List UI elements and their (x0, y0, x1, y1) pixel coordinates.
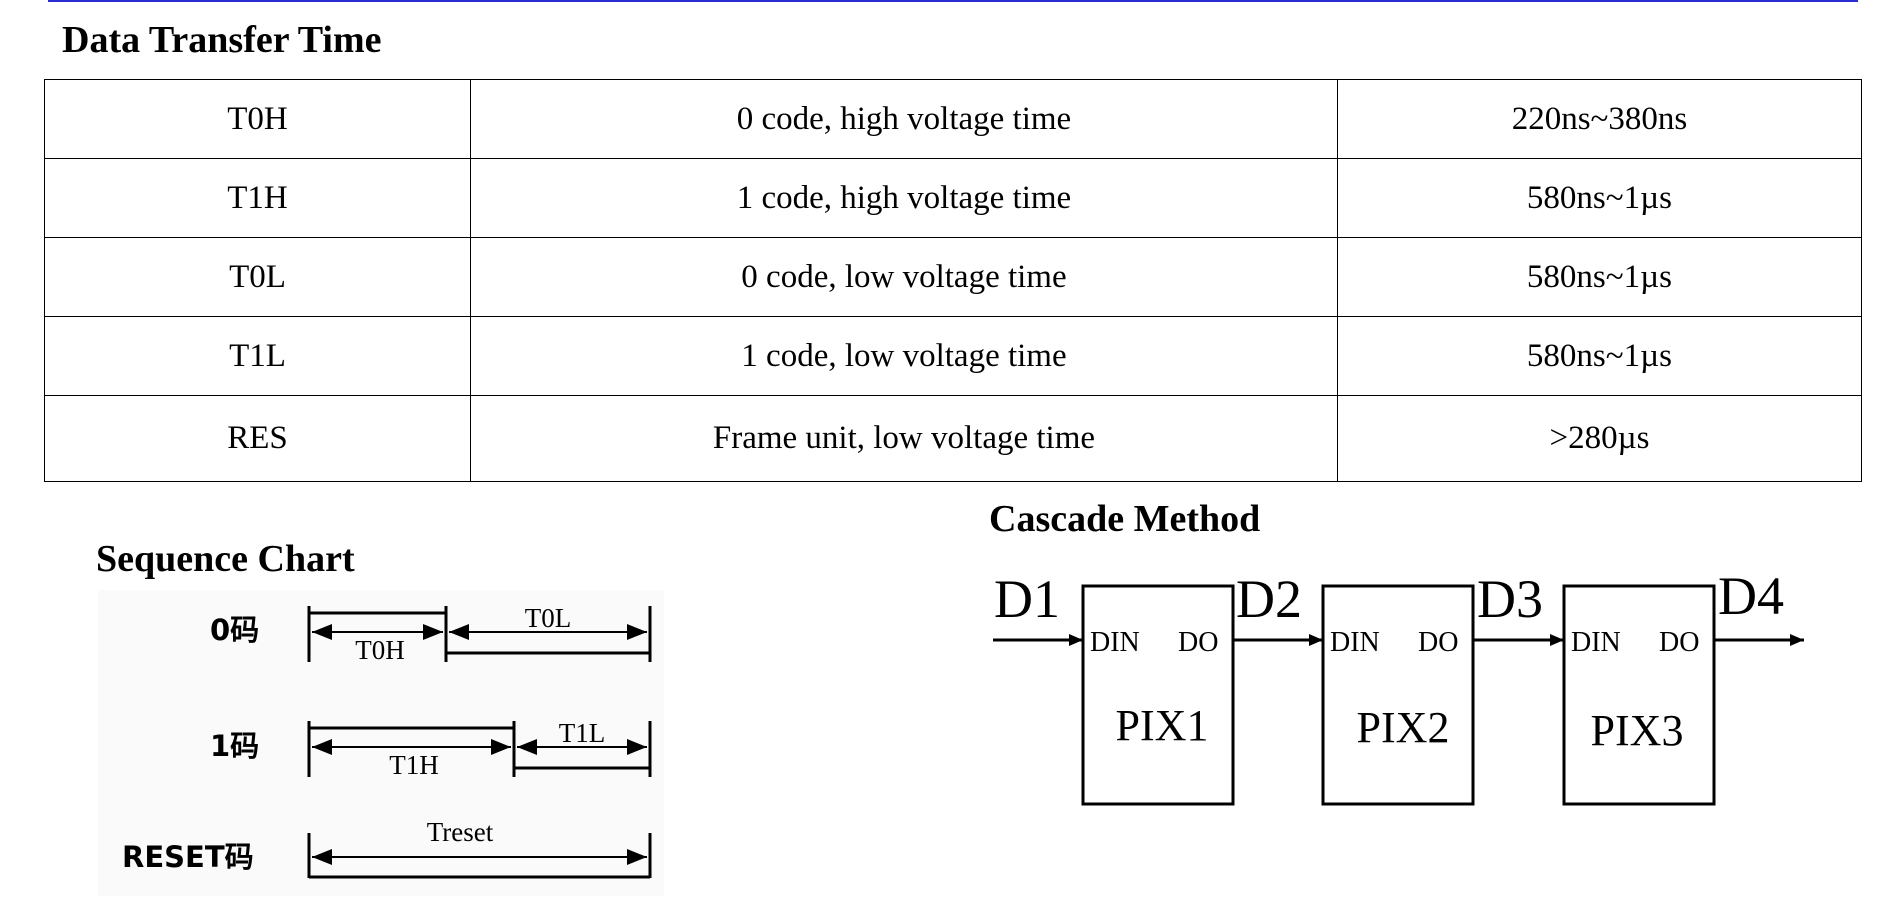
t1h-label: T1H (389, 750, 439, 780)
pix2-din-label: DIN (1330, 627, 1380, 658)
sequence-chart-heading: Sequence Chart (96, 538, 355, 580)
table-cell-range: 580ns~1µs (1336, 237, 1863, 317)
pix3-name: PIX3 (1591, 706, 1684, 755)
table-cell-code: RES (44, 395, 471, 482)
table-row: T0H 0 code, high voltage time 220ns~380n… (44, 79, 1863, 159)
sequence-row-label-reset: RESET码 (122, 840, 254, 874)
pix3-din-label: DIN (1571, 627, 1621, 658)
table-cell-description: 1 code, high voltage time (470, 158, 1338, 238)
signal-d1-label: D1 (994, 569, 1060, 629)
table-cell-description: 1 code, low voltage time (470, 316, 1338, 396)
table-cell-description: Frame unit, low voltage time (470, 395, 1338, 482)
table-cell-description: 0 code, high voltage time (470, 79, 1338, 159)
t0l-label: T0L (525, 603, 572, 633)
table-cell-code: T0H (44, 79, 471, 159)
table-row: T1H 1 code, high voltage time 580ns~1µs (44, 158, 1863, 238)
table-row: RES Frame unit, low voltage time >280µs (44, 395, 1863, 482)
pix1-name: PIX1 (1116, 701, 1209, 750)
table-row: T1L 1 code, low voltage time 580ns~1µs (44, 316, 1863, 396)
pix3-block (1562, 584, 1716, 806)
waveform-0-code (307, 606, 652, 662)
pix2-name: PIX2 (1357, 703, 1450, 752)
table-row: T0L 0 code, low voltage time 580ns~1µs (44, 237, 1863, 317)
table-cell-range: 580ns~1µs (1336, 316, 1863, 396)
pix3-do-label: DO (1659, 627, 1699, 658)
pix1-din-label: DIN (1090, 627, 1140, 658)
signal-d3-label: D3 (1477, 569, 1543, 629)
t0h-label: T0H (355, 635, 405, 665)
data-transfer-heading: Data Transfer Time (62, 19, 382, 61)
cascade-method-heading: Cascade Method (989, 498, 1261, 540)
table-cell-range: 220ns~380ns (1336, 79, 1863, 159)
waveform-reset-code (307, 833, 652, 879)
table-cell-description: 0 code, low voltage time (470, 237, 1338, 317)
table-cell-code: T0L (44, 237, 471, 317)
sequence-row-label-0: 0码 (210, 613, 259, 647)
signal-d2-label: D2 (1236, 569, 1302, 629)
pix2-do-label: DO (1418, 627, 1458, 658)
t1l-label: T1L (559, 718, 606, 748)
signal-d4-label: D4 (1718, 566, 1784, 626)
pix1-block (1081, 584, 1235, 806)
treset-label: Treset (427, 817, 494, 847)
waveform-1-code (307, 721, 652, 777)
top-rule (48, 0, 1858, 2)
sequence-row-label-1: 1码 (210, 729, 259, 763)
pix2-block (1321, 584, 1475, 806)
table-cell-range: >280µs (1336, 395, 1863, 482)
pix1-do-label: DO (1178, 627, 1218, 658)
data-transfer-table: T0H 0 code, high voltage time 220ns~380n… (44, 79, 1863, 482)
